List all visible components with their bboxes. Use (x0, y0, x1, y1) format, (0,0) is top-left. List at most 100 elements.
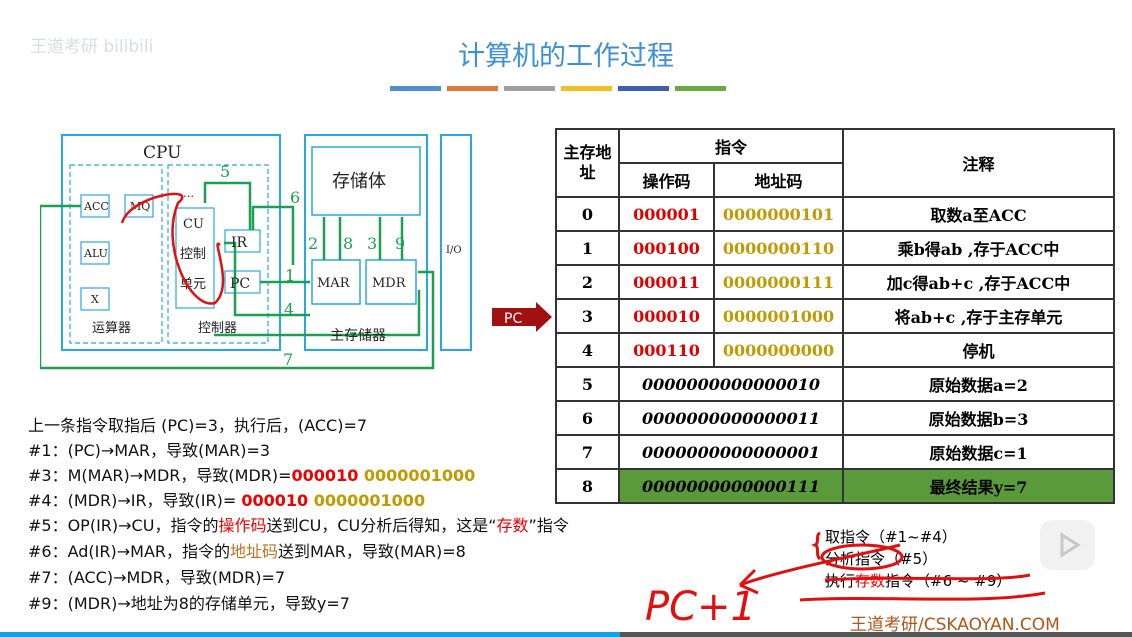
cpu-box (61, 134, 281, 351)
addr: 0 (555, 196, 620, 232)
pc-label: PC (230, 276, 250, 292)
data-value: 0000000000000111 (618, 468, 844, 504)
line-step-1: #1：(PC)→MAR，导致(MAR)=3 (28, 441, 271, 460)
title-color-bars (390, 86, 726, 91)
addr: 1 (555, 230, 620, 266)
storage-label: 存储体 (332, 171, 386, 192)
pc-pointer-label: PC (504, 311, 522, 327)
line-step-4: #4：(MDR)→IR，导致(IR)= 000010 0000001000 (28, 487, 425, 511)
mdr-box (365, 259, 417, 305)
note: 原始数据c=1 (842, 434, 1115, 470)
addr: 7 (555, 434, 620, 470)
text: #5：OP(IR)→CU，指令的 (28, 516, 219, 535)
color-bar (390, 86, 441, 91)
alu-label: ALU (83, 247, 108, 260)
main-memory-box (304, 134, 428, 351)
step-1: 1 (285, 266, 295, 285)
control-group (167, 164, 269, 344)
addr: 6 (555, 400, 620, 436)
alu-group (69, 164, 163, 344)
text: #6：Ad(IR)→MAR，指令的 (28, 542, 231, 561)
line-step-7: #7：(ACC)→MDR，导致(MDR)=7 (28, 568, 286, 587)
line-step-5: #5：OP(IR)→CU，指令的操作码送到CU，CU分析后得知，这是“存数”指令 (28, 512, 569, 536)
computer-architecture-diagram: ACC MQ ALU X 运算器 控制器 CPU CU 控制 单元 … IR P… (40, 134, 472, 370)
cu-label-1: 控制 (180, 247, 206, 262)
highlight: 存数 (496, 516, 529, 535)
text: 指令（#6 ~ #9） (885, 572, 1012, 590)
acc-label: ACC (83, 200, 109, 213)
io-box (440, 134, 472, 351)
step-7: 7 (283, 350, 293, 369)
cu-label-2: 单元 (180, 277, 206, 292)
io-label: I/O (446, 245, 462, 256)
storage-box (311, 146, 421, 216)
step-3: 3 (367, 234, 377, 253)
addrcode: 0000000110 (713, 230, 844, 266)
color-bar (675, 86, 726, 91)
addr: 2 (555, 264, 620, 300)
cu-label: CU (183, 217, 204, 232)
opcode: 000010 (241, 491, 309, 510)
header-opcode: 操作码 (618, 162, 715, 198)
video-progress-bar[interactable] (0, 632, 1132, 637)
note: 原始数据a=2 (842, 366, 1115, 402)
line-step-6: #6：Ad(IR)→MAR，指令的地址码送到MAR，导致(MAR)=8 (28, 538, 466, 562)
data-value: 0000000000000011 (618, 400, 844, 436)
addr: 3 (555, 298, 620, 334)
play-button[interactable] (1040, 520, 1095, 570)
header-address: 主存地址 (555, 128, 620, 198)
ir-label: IR (231, 235, 248, 251)
highlight: 存数 (855, 572, 886, 590)
step-2: 2 (308, 234, 318, 253)
opcode: 000010 (291, 466, 359, 485)
color-bar (561, 86, 612, 91)
text: 执行 (825, 572, 856, 590)
note: 原始数据b=3 (842, 400, 1115, 436)
data-value: 0000000000000001 (618, 434, 844, 470)
text: 送到MAR，导致(MAR)=8 (278, 542, 466, 561)
slide-title: 计算机的工作过程 (458, 41, 674, 72)
note: 停机 (842, 332, 1115, 368)
note: 加c得ab+c ,存于ACC中 (842, 264, 1115, 300)
watermark: 王道考研 bilibili (30, 37, 154, 57)
header-note: 注释 (842, 128, 1115, 198)
progress-fill (0, 632, 620, 637)
opcode: 000010 (618, 298, 715, 334)
color-bar (504, 86, 555, 91)
text: #4：(MDR)→IR，导致(IR)= (28, 491, 242, 510)
step-6: 6 (290, 188, 300, 207)
note: 乘b得ab ,存于ACC中 (842, 230, 1115, 266)
mem-group-label: 主存储器 (330, 328, 386, 344)
addr: 4 (555, 332, 620, 368)
path-6 (251, 205, 295, 265)
play-icon (1060, 532, 1081, 558)
header-instruction: 指令 (618, 128, 844, 164)
pc-plus-one-note: PC+1 (645, 584, 756, 630)
line-intro: 上一条指令取指后 (PC)=3，执行后，(ACC)=7 (28, 416, 368, 435)
handwritten-circle (120, 192, 225, 305)
data-value: 0000000000000010 (618, 366, 844, 402)
mar-label: MAR (317, 276, 351, 291)
opcode: 000100 (618, 230, 715, 266)
brand-text: 王道考研/CSKAOYAN.COM (850, 615, 1060, 635)
color-bar (447, 86, 498, 91)
x-label: X (91, 293, 99, 306)
note: 将ab+c ,存于主存单元 (842, 298, 1115, 334)
line-step-9: #9：(MDR)→地址为8的存储单元，导致y=7 (28, 594, 350, 613)
header-addrcode: 地址码 (713, 162, 844, 198)
opcode: 000110 (618, 332, 715, 368)
addrcode: 0000001000 (358, 466, 476, 485)
phase-fetch: 取指令（#1~#4） (825, 528, 957, 546)
control-group-label: 控制器 (198, 321, 237, 336)
addrcode: 0000000101 (713, 196, 844, 232)
mar-box (311, 259, 361, 305)
opcode: 000001 (618, 196, 715, 232)
